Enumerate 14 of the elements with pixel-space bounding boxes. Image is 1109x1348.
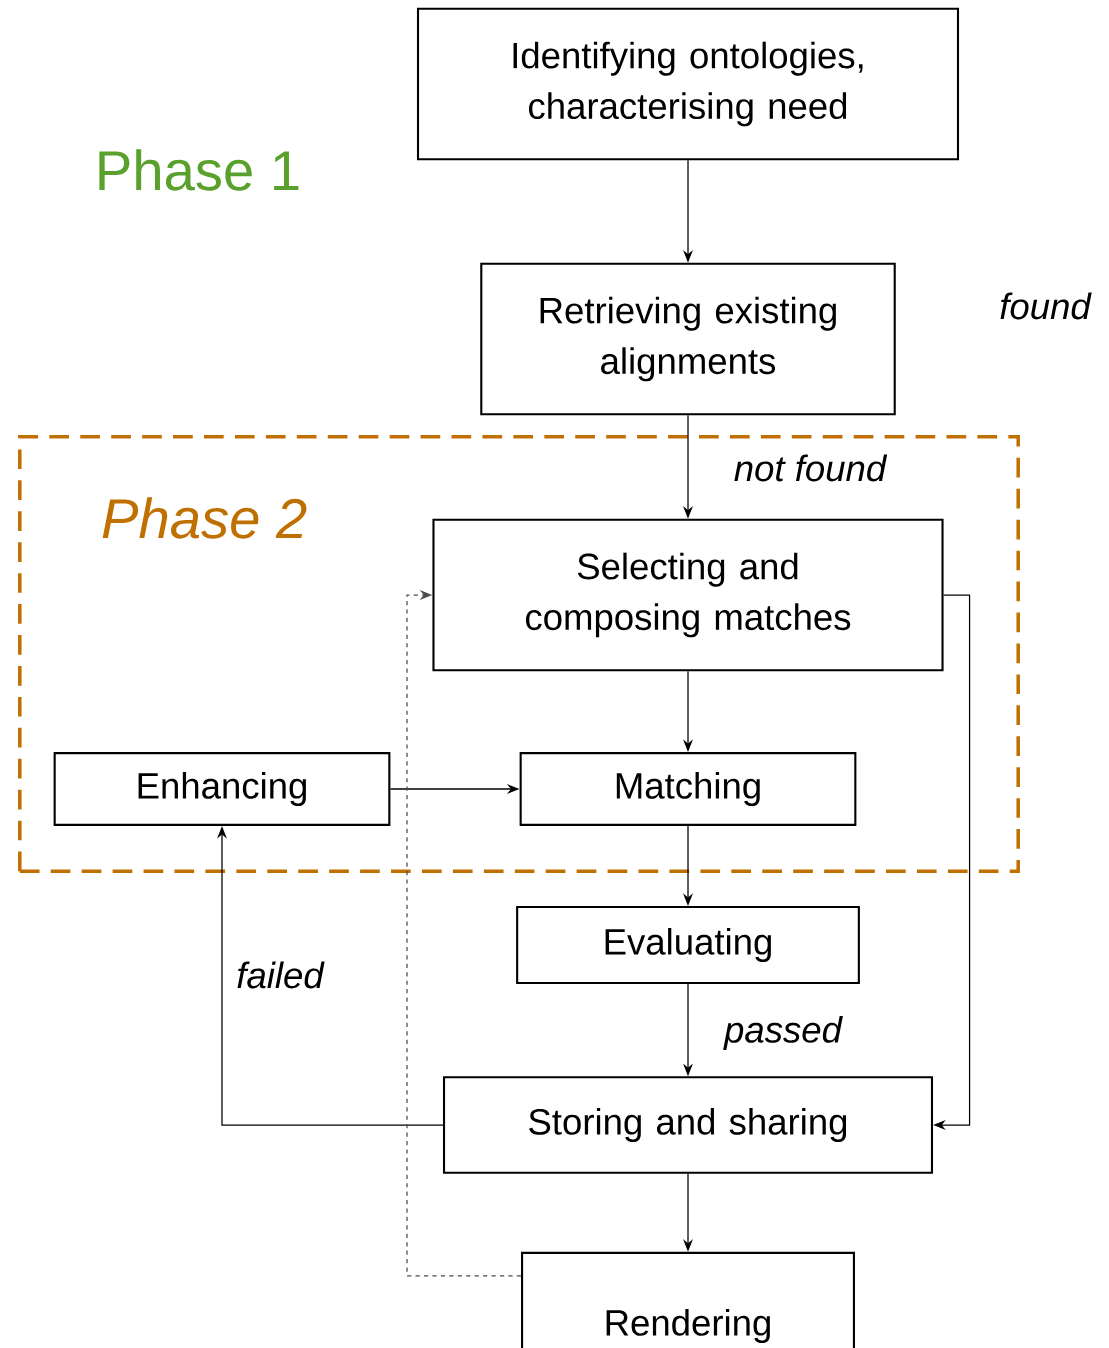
edge-label: failed: [234, 960, 326, 990]
process-box: Evaluating: [516, 906, 860, 985]
process-box: Selecting and composing matches: [432, 518, 944, 672]
process-box: Enhancing: [53, 752, 391, 826]
edge-label: not found: [732, 453, 888, 483]
phase-label: Phase 1: [99, 149, 299, 191]
annotation-text: found: [1000, 292, 1092, 320]
process-box: Rendering: [521, 1251, 855, 1348]
process-box: Storing and sharing: [442, 1076, 934, 1174]
process-box: Retrieving existing alignments: [480, 262, 896, 416]
process-box: Matching: [519, 752, 857, 826]
edge-label: passed: [722, 1014, 844, 1052]
arrow: [406, 590, 522, 1277]
process-box: Identifying ontologies, characterising need: [416, 7, 960, 161]
